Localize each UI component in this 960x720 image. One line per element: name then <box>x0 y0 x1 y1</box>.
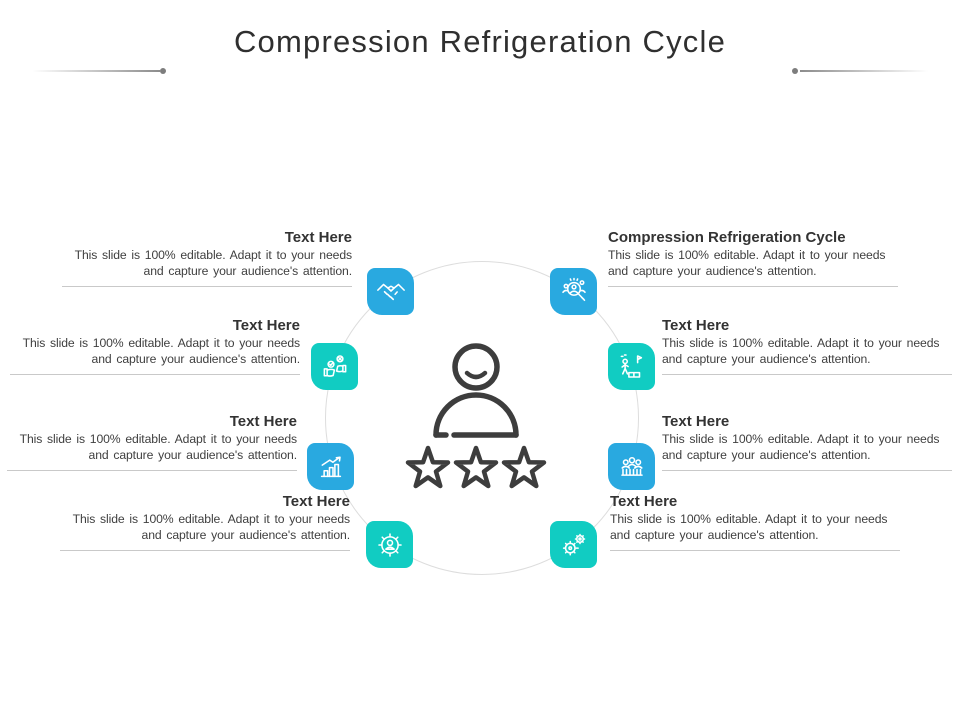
text-block-bottom-left: Text Here This slide is 100% editable. A… <box>60 493 350 551</box>
block-body: This slide is 100% editable. Adapt it to… <box>610 512 888 542</box>
icon-tile-handshake <box>367 268 414 315</box>
star-icon <box>408 448 448 486</box>
block-body: This slide is 100% editable. Adapt it to… <box>662 336 940 366</box>
title-accent-line-right <box>800 70 928 72</box>
team-icon <box>620 456 643 476</box>
slide-title: Compression Refrigeration Cycle <box>233 24 727 59</box>
cycle-circle <box>325 261 639 575</box>
block-body: This slide is 100% editable. Adapt it to… <box>22 336 300 366</box>
block-body: This slide is 100% editable. Adapt it to… <box>19 432 297 462</box>
career-growth-icon <box>620 353 642 378</box>
approve-reject-icon <box>323 354 346 377</box>
block-heading: Text Here <box>662 413 730 430</box>
person-icon <box>433 343 519 438</box>
star-icon <box>456 448 496 486</box>
title-accent-line-left <box>32 70 160 72</box>
icon-tile-career-growth <box>608 343 655 390</box>
text-block-top-left: Text Here This slide is 100% editable. A… <box>62 229 352 287</box>
people-search-icon <box>561 277 586 301</box>
text-block-middle-right-lower: Text Here This slide is 100% editable. A… <box>662 413 952 471</box>
block-heading: Text Here <box>284 229 352 246</box>
text-block-top-right: Compression Refrigeration Cycle This sli… <box>608 229 898 287</box>
gears-icon <box>562 533 585 556</box>
star-icon <box>504 448 544 486</box>
icon-tile-manager-gear <box>366 521 413 568</box>
text-block-middle-left-lower: Text Here This slide is 100% editable. A… <box>7 413 297 471</box>
title-accent-dot-left <box>160 68 166 74</box>
block-body: This slide is 100% editable. Adapt it to… <box>662 432 940 462</box>
icon-tile-gears <box>550 521 597 568</box>
block-heading: Text Here <box>610 493 678 510</box>
text-block-bottom-right: Text Here This slide is 100% editable. A… <box>610 493 900 551</box>
text-block-middle-left-upper: Text Here This slide is 100% editable. A… <box>10 317 300 375</box>
person-rating-illustration <box>396 343 564 496</box>
block-heading: Text Here <box>282 493 350 510</box>
block-heading: Text Here <box>662 317 730 334</box>
icon-tile-approve-reject <box>311 343 358 390</box>
manager-gear-icon <box>377 532 402 557</box>
icon-tile-team <box>608 443 655 490</box>
text-block-middle-right-upper: Text Here This slide is 100% editable. A… <box>662 317 952 375</box>
icon-tile-growth-chart <box>307 443 354 490</box>
icon-tile-people-search <box>550 268 597 315</box>
title-accent-dot-right <box>792 68 798 74</box>
block-heading: Text Here <box>232 317 300 334</box>
block-body: This slide is 100% editable. Adapt it to… <box>72 512 350 542</box>
block-body: This slide is 100% editable. Adapt it to… <box>74 248 352 278</box>
block-heading: Text Here <box>229 413 297 430</box>
block-body: This slide is 100% editable. Adapt it to… <box>608 248 886 278</box>
block-heading: Compression Refrigeration Cycle <box>608 229 846 246</box>
growth-chart-icon <box>320 455 341 477</box>
handshake-icon <box>376 283 405 300</box>
